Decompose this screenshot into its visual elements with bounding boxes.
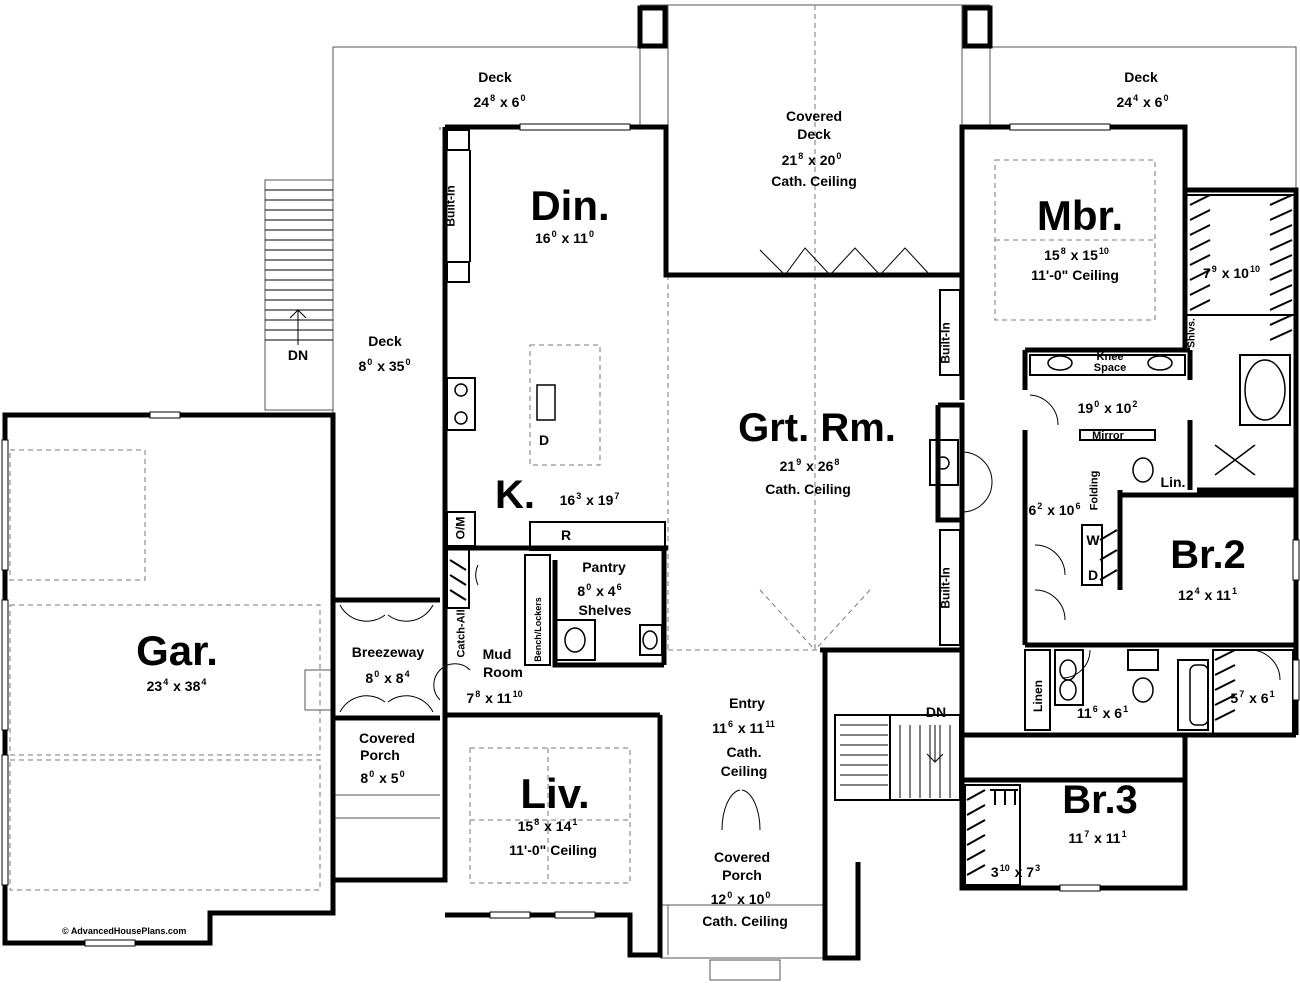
covered-porch-left-name1: Covered [358,730,416,746]
deck-side-name: Deck [368,333,402,349]
bed2-name: Br.2 [1170,533,1246,577]
master-bath-dim: 190 x 102 [1077,399,1138,416]
range-label: R [560,527,572,543]
bath-fixtures [454,355,1286,726]
linen-closet-label: Lin. [1160,474,1186,490]
entry-sub1: Cath. [726,744,762,760]
entry-name: Entry [729,695,765,711]
dining-name: Din. [530,182,610,229]
stair-arrows [289,309,944,763]
deck-left-dim: 248 x 60 [473,93,526,110]
living-dim: 158 x 141 [517,817,578,834]
pantry-sub: Shelves [578,602,632,618]
covered-deck-sub: Cath. Ceiling [771,173,857,189]
covered-porch-front-sub: Cath. Ceiling [702,913,788,929]
master-dim: 158 x 1510 [1044,246,1109,263]
covered-porch-front-dim: 120 x 100 [710,890,771,907]
deck-right-name: Deck [1124,69,1158,85]
entry-dim: 116 x 1111 [712,719,775,736]
windows [1,123,1300,947]
laundry-dim: 62 x 106 [1028,501,1081,518]
breezeway-dim: 80 x 84 [365,669,410,686]
dining-dim: 160 x 110 [535,229,594,246]
closet2-dim: 57 x 61 [1230,689,1275,706]
covered-porch-left-name2: Porch [360,747,400,763]
great-room-sub: Cath. Ceiling [765,481,851,497]
entry-sub2: Ceiling [720,763,768,779]
knee-space-label: Knee Space [1093,351,1127,374]
mud-room-name1: Mud [482,646,512,662]
pantry-dim: 80 x 46 [577,582,622,599]
pantry-name: Pantry [582,559,626,575]
living-sub: 11'-0" Ceiling [509,842,597,858]
washer-label: W [1086,532,1100,548]
closet-hatching [449,194,1293,876]
master-name: Mbr. [1036,192,1124,239]
breezeway-name: Breezeway [351,644,425,660]
master-closet-dim: 79 x 1010 [1203,264,1260,281]
great-room-dim: 219 x 268 [779,457,840,474]
linen-label: Linen [1031,680,1045,712]
mud-room-name2: Room [483,664,523,680]
living-name: Liv. [520,770,590,817]
covered-porch-front-name1: Covered [713,849,771,865]
om-label: O/M [453,516,468,540]
built-in-dining-label: Built-In [443,185,458,227]
door-swings [339,247,1281,831]
catch-all-label: Catch-All [455,609,468,658]
copyright-icon: © [62,926,69,936]
garage-dim: 234 x 384 [146,677,207,694]
bench-lockers-label: Bench/Lockers [532,597,543,662]
covered-deck-name1: Covered [785,108,843,124]
kitchen-dim: 163 x 197 [559,491,620,508]
bed3-name: Br.3 [1062,778,1138,822]
folding-label: Folding [1088,470,1101,511]
bath2-dim: 116 x 61 [1076,704,1129,721]
shelves-label: Shlvs. [1186,318,1198,348]
deck-posts [637,5,993,49]
dryer-label: D [1087,567,1099,583]
closet3-dim: 310 x 73 [990,863,1041,880]
stair-dn-left-label: DN [287,347,309,363]
covered-porch-front-name2: Porch [722,867,762,883]
bed2-dim: 124 x 111 [1178,586,1237,603]
stair-dn-right-label: DN [925,704,947,720]
bed3-dim: 117 x 111 [1068,829,1127,846]
dishwasher-label: D [538,432,550,448]
covered-deck-dim: 218 x 200 [781,151,842,168]
mud-room-dim: 78 x 1110 [466,689,523,706]
deck-side-dim: 80 x 350 [358,357,411,374]
mirror-label: Mirror [1092,430,1124,442]
kitchen-name: K. [495,473,535,517]
great-room-name: Grt. Rm. [738,406,896,450]
deck-right-dim: 244 x 60 [1116,93,1169,110]
built-in-great-bottom-label: Built-In [938,567,953,609]
covered-porch-left-dim: 80 x 50 [360,769,405,786]
garage-name: Gar. [136,627,218,674]
covered-deck-name2: Deck [797,126,831,142]
master-sub: 11'-0" Ceiling [1031,267,1119,283]
deck-left-name: Deck [478,69,512,85]
stair-treads [265,189,951,798]
copyright-notice: © AdvancedHousePlans.com [62,926,187,936]
dashed-lines [9,5,1156,891]
built-in-great-top-label: Built-In [938,322,953,364]
